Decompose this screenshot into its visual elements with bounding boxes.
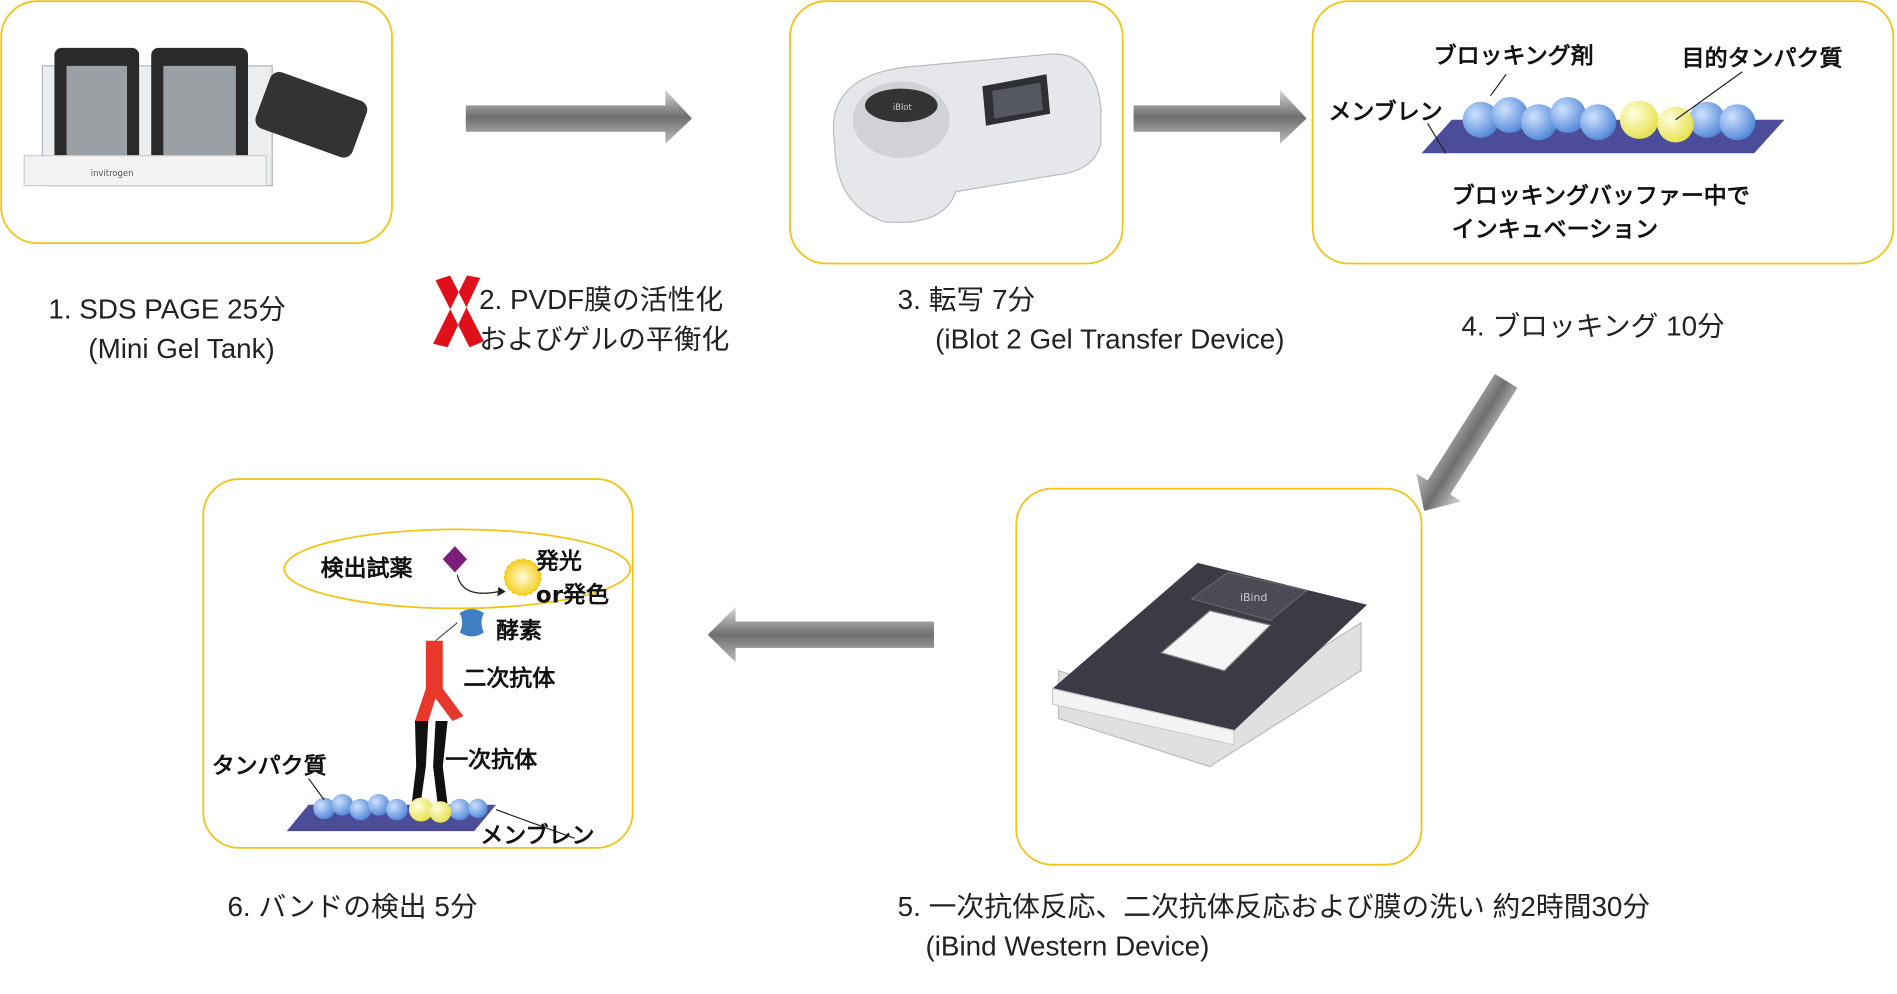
step5-title: 5. 一次抗体反応、二次抗体反応および膜の洗い 約2時間30分: [898, 891, 1651, 922]
ibind-device-image: iBind: [1051, 562, 1368, 768]
arrow-diagonal-down: [1416, 373, 1518, 511]
protein-label: タンパク質: [212, 754, 327, 780]
step3-device: (iBlot 2 Gel Transfer Device): [935, 324, 1284, 355]
step3-title: 3. 転写 7分: [898, 284, 1036, 315]
step2-subtitle: およびゲルの平衡化: [479, 324, 729, 355]
arrow-right-1: [465, 89, 693, 144]
step1-title: 1. SDS PAGE 25分: [48, 294, 286, 325]
reagent-label: 検出試薬: [321, 555, 413, 582]
svg-text:iBind: iBind: [1240, 591, 1267, 604]
enzyme-icon: [459, 608, 484, 637]
color-label: or発色: [536, 581, 609, 608]
step2-title: 2. PVDF膜の活性化: [479, 284, 723, 315]
sun-icon: [503, 558, 542, 596]
blocking-diagram: ブロッキング剤 目的タンパク質 メンブレン ブロッキングバッファー中で インキュ…: [1328, 43, 1842, 244]
step6-title: 6. バンドの検出 5分: [227, 891, 477, 922]
secondary-antibody-label: 二次抗体: [463, 665, 555, 692]
enzyme-label: 酵素: [496, 617, 542, 644]
primary-antibody-label: 一次抗体: [445, 747, 537, 774]
blocking-note-line2: インキュベーション: [1452, 217, 1658, 243]
blocking-agent-label: ブロッキング剤: [1434, 43, 1594, 70]
membrane-label: メンブレン: [1328, 99, 1442, 126]
iblot-device-image: iBlot: [832, 53, 1102, 223]
step1-device: (Mini Gel Tank): [88, 333, 275, 364]
secondary-antibody-shape: [414, 640, 464, 721]
arrow-right-2: [1133, 89, 1307, 144]
target-protein-label: 目的タンパク質: [1682, 45, 1843, 72]
skipped-cross-icon: [433, 275, 484, 348]
step5-device: (iBind Western Device): [925, 931, 1209, 962]
mini-gel-tank-image: invitrogen: [23, 47, 368, 187]
svg-text:invitrogen: invitrogen: [91, 168, 134, 178]
arrow-left: [707, 607, 934, 663]
membrane-label-6: メンブレン: [480, 822, 594, 849]
detection-diagram: 検出試薬 発光 or発色 酵素 二次抗体 一次抗体 タン: [212, 528, 632, 849]
svg-text:iBlot: iBlot: [893, 102, 913, 112]
luminescence-label: 発光: [535, 549, 582, 575]
step4-title: 4. ブロッキング 10分: [1461, 310, 1724, 341]
blocking-note-line1: ブロッキングバッファー中で: [1452, 183, 1750, 210]
